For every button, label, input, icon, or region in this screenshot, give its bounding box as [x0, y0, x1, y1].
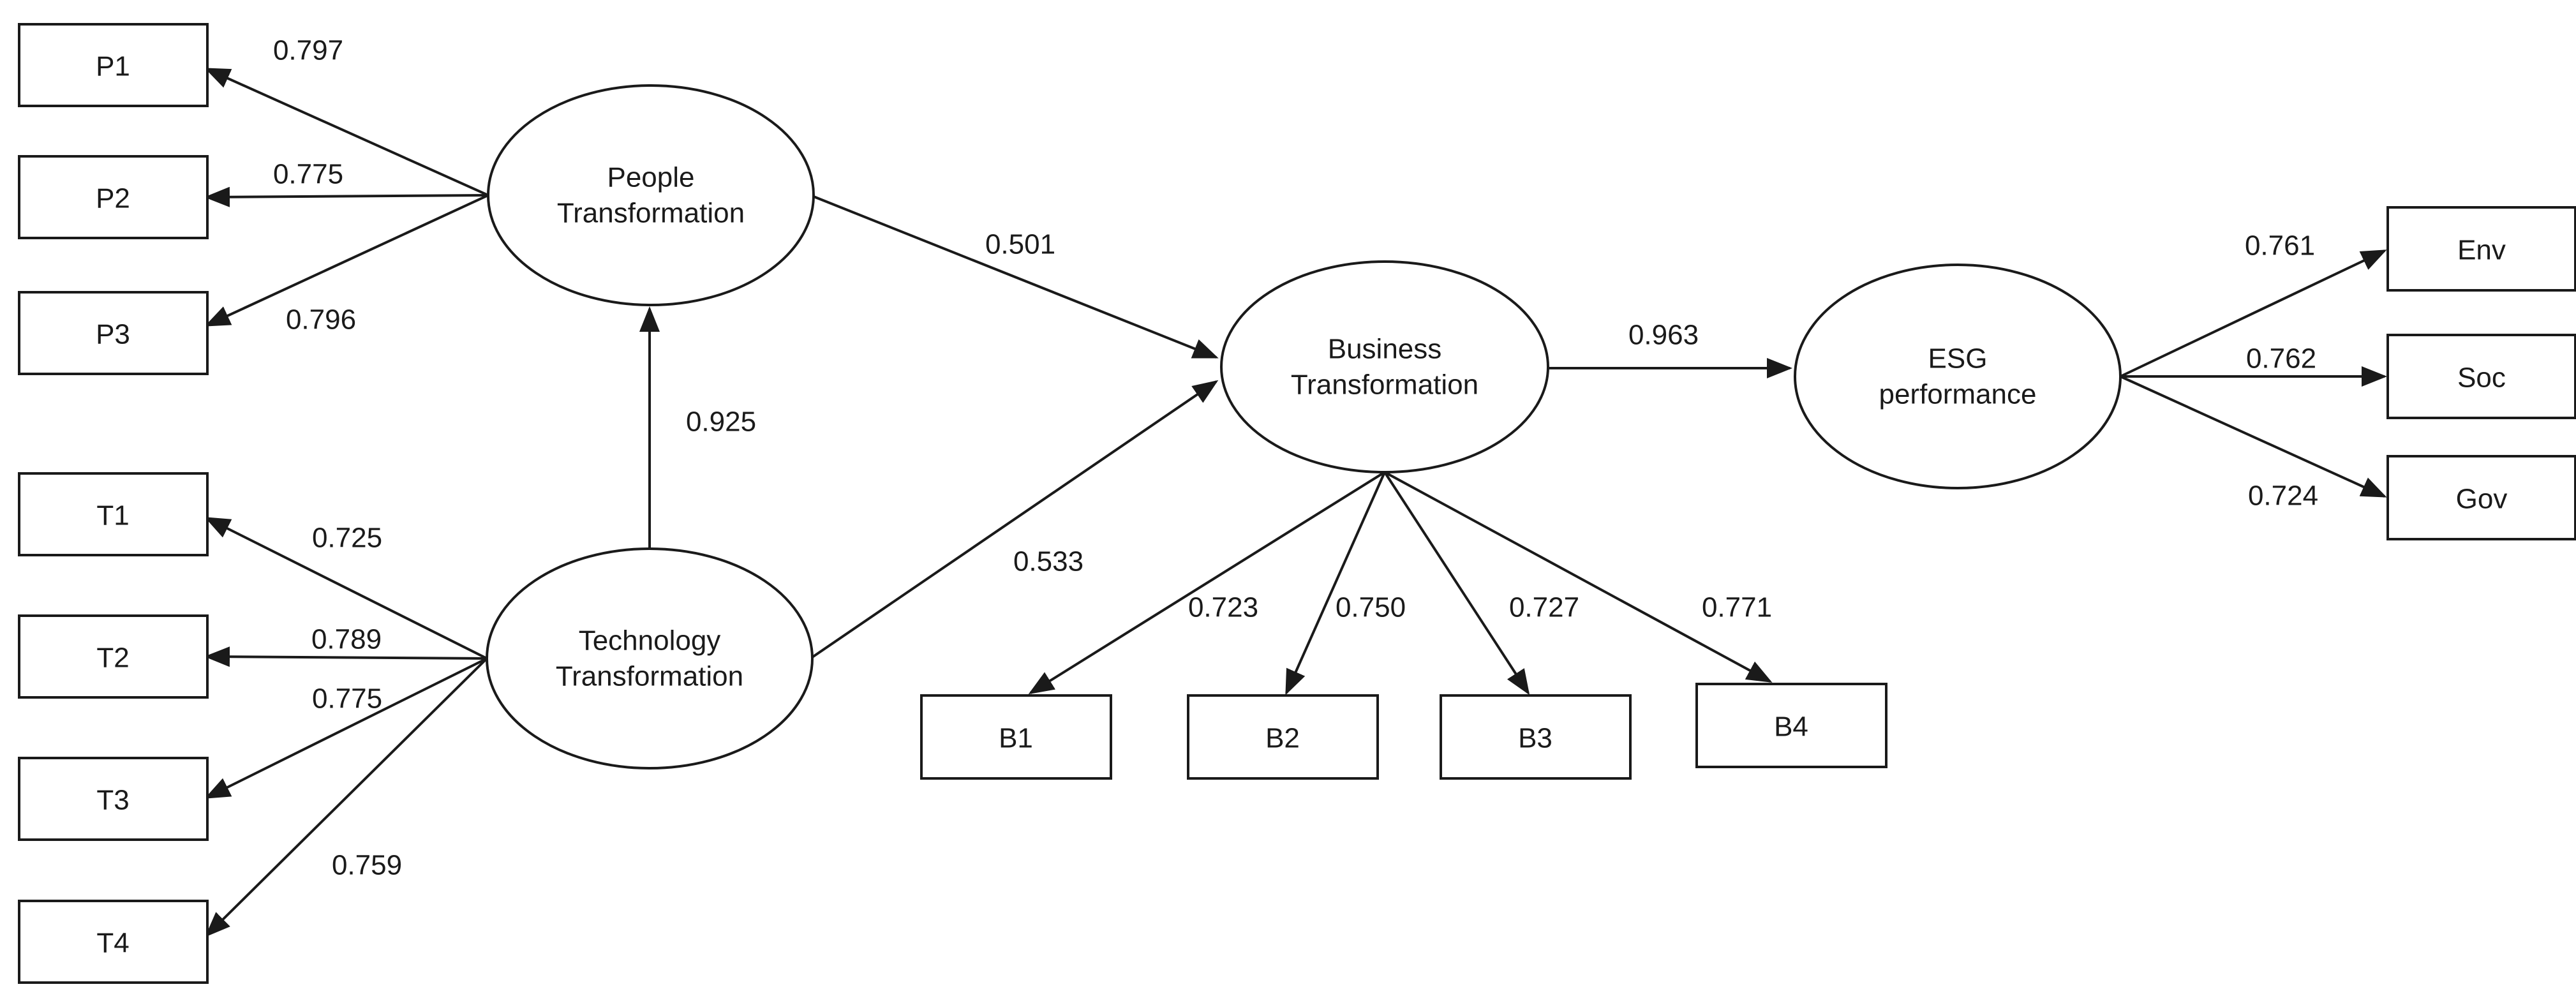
arrow-people-to-p3	[204, 194, 489, 327]
latent-technology-shape	[486, 547, 814, 769]
latent-business: Business Transformation	[1220, 260, 1549, 473]
path-label-technology-business: 0.533	[1013, 546, 1083, 577]
arrow-people-to-p2	[204, 186, 489, 207]
loading-label-b4: 0.771	[1702, 592, 1772, 623]
loading-label-p3: 0.796	[286, 304, 356, 336]
latent-business-label-line1: Business	[1328, 334, 1442, 365]
loading-label-p1: 0.797	[273, 35, 343, 66]
indicator-b4: B4	[1695, 683, 1887, 768]
latent-technology: Technology Transformation	[486, 547, 814, 769]
loading-label-b1: 0.723	[1188, 592, 1258, 623]
indicator-p1-shape	[18, 23, 209, 107]
indicator-b2-shape	[1187, 694, 1379, 780]
indicator-b3-label: B3	[1518, 723, 1552, 754]
indicator-p3: P3	[18, 291, 209, 375]
indicator-b1: B1	[920, 694, 1112, 780]
indicator-t2: T2	[18, 614, 209, 699]
latent-esg: ESG performance	[1794, 264, 2122, 489]
indicator-t3: T3	[18, 757, 209, 841]
loading-label-t3: 0.775	[312, 683, 382, 715]
arrow-technology-to-t3	[204, 657, 488, 799]
indicator-p2-shape	[18, 155, 209, 239]
indicator-t2-label: T2	[96, 643, 129, 674]
arrow-esg-to-gov	[2120, 375, 2387, 498]
path-label-business-esg: 0.963	[1628, 320, 1699, 351]
indicator-t1-shape	[18, 472, 209, 556]
indicator-p1: P1	[18, 23, 209, 107]
latent-people-label-line1: People	[607, 162, 694, 193]
loading-label-b2: 0.750	[1336, 592, 1406, 623]
indicator-b4-shape	[1695, 683, 1887, 768]
latent-people-label-line2: Transformation	[557, 198, 745, 229]
indicator-b3-shape	[1440, 694, 1632, 780]
arrow-people-to-p1	[204, 68, 489, 197]
indicator-gov-shape	[2386, 455, 2576, 540]
indicator-t4: T4	[18, 900, 209, 984]
loading-label-t2: 0.789	[311, 624, 382, 655]
path-label-technology-people: 0.925	[686, 406, 756, 438]
arrow-esg-to-env	[2120, 249, 2387, 378]
latent-technology-label-line1: Technology	[579, 625, 721, 657]
arrow-people-to-business	[813, 195, 1219, 359]
loading-label-p2: 0.775	[273, 159, 343, 190]
indicator-env-label: Env	[2457, 235, 2506, 266]
latent-business-shape	[1220, 260, 1549, 473]
indicator-soc-shape	[2386, 334, 2576, 419]
indicator-t3-shape	[18, 757, 209, 841]
latent-technology-label-line2: Transformation	[556, 661, 743, 692]
indicator-t1: T1	[18, 472, 209, 556]
latent-business-label-line2: Transformation	[1291, 369, 1478, 401]
loading-label-t4: 0.759	[332, 850, 402, 881]
indicator-soc-label: Soc	[2457, 362, 2506, 394]
indicator-p3-label: P3	[96, 319, 130, 350]
loading-label-t1: 0.725	[312, 523, 382, 554]
latent-people: People Transformation	[487, 84, 815, 306]
latent-people-shape	[487, 84, 815, 306]
arrow-business-to-b2	[1285, 472, 1386, 695]
indicator-b1-shape	[920, 694, 1112, 780]
loading-label-b3: 0.727	[1509, 592, 1579, 623]
latent-esg-shape	[1794, 264, 2122, 489]
latent-esg-label-line2: performance	[1879, 379, 2036, 410]
indicator-gov-label: Gov	[2456, 484, 2508, 515]
indicator-t2-shape	[18, 614, 209, 699]
arrow-business-to-b4	[1384, 471, 1773, 683]
indicator-p2-label: P2	[96, 183, 130, 214]
indicator-env: Env	[2386, 206, 2576, 292]
arrow-technology-to-business	[811, 380, 1219, 658]
indicator-t3-label: T3	[96, 785, 129, 816]
indicator-gov: Gov	[2386, 455, 2576, 540]
arrow-business-to-b3	[1383, 471, 1530, 695]
indicator-b4-label: B4	[1774, 711, 1808, 743]
indicator-t1-label: T1	[96, 500, 129, 531]
indicator-soc: Soc	[2386, 334, 2576, 419]
indicator-t4-label: T4	[96, 928, 129, 959]
arrow-business-to-b1	[1028, 471, 1386, 695]
latent-esg-label-line1: ESG	[1928, 343, 1988, 375]
loading-label-soc: 0.762	[2246, 343, 2316, 375]
indicator-p3-shape	[18, 291, 209, 375]
arrow-technology-to-t4	[205, 657, 488, 937]
arrow-technology-to-t1	[204, 517, 488, 660]
path-label-people-business: 0.501	[985, 229, 1055, 260]
indicator-env-shape	[2386, 206, 2576, 292]
indicator-b2-label: B2	[1265, 723, 1300, 754]
indicator-b3: B3	[1440, 694, 1632, 780]
indicator-b2: B2	[1187, 694, 1379, 780]
indicator-p2: P2	[18, 155, 209, 239]
indicator-b1-label: B1	[999, 723, 1033, 754]
loading-label-gov: 0.724	[2248, 480, 2318, 512]
indicator-t4-shape	[18, 900, 209, 984]
indicator-p1-label: P1	[96, 51, 130, 82]
arrow-technology-to-t2	[204, 646, 488, 667]
loading-label-env: 0.761	[2245, 230, 2315, 262]
